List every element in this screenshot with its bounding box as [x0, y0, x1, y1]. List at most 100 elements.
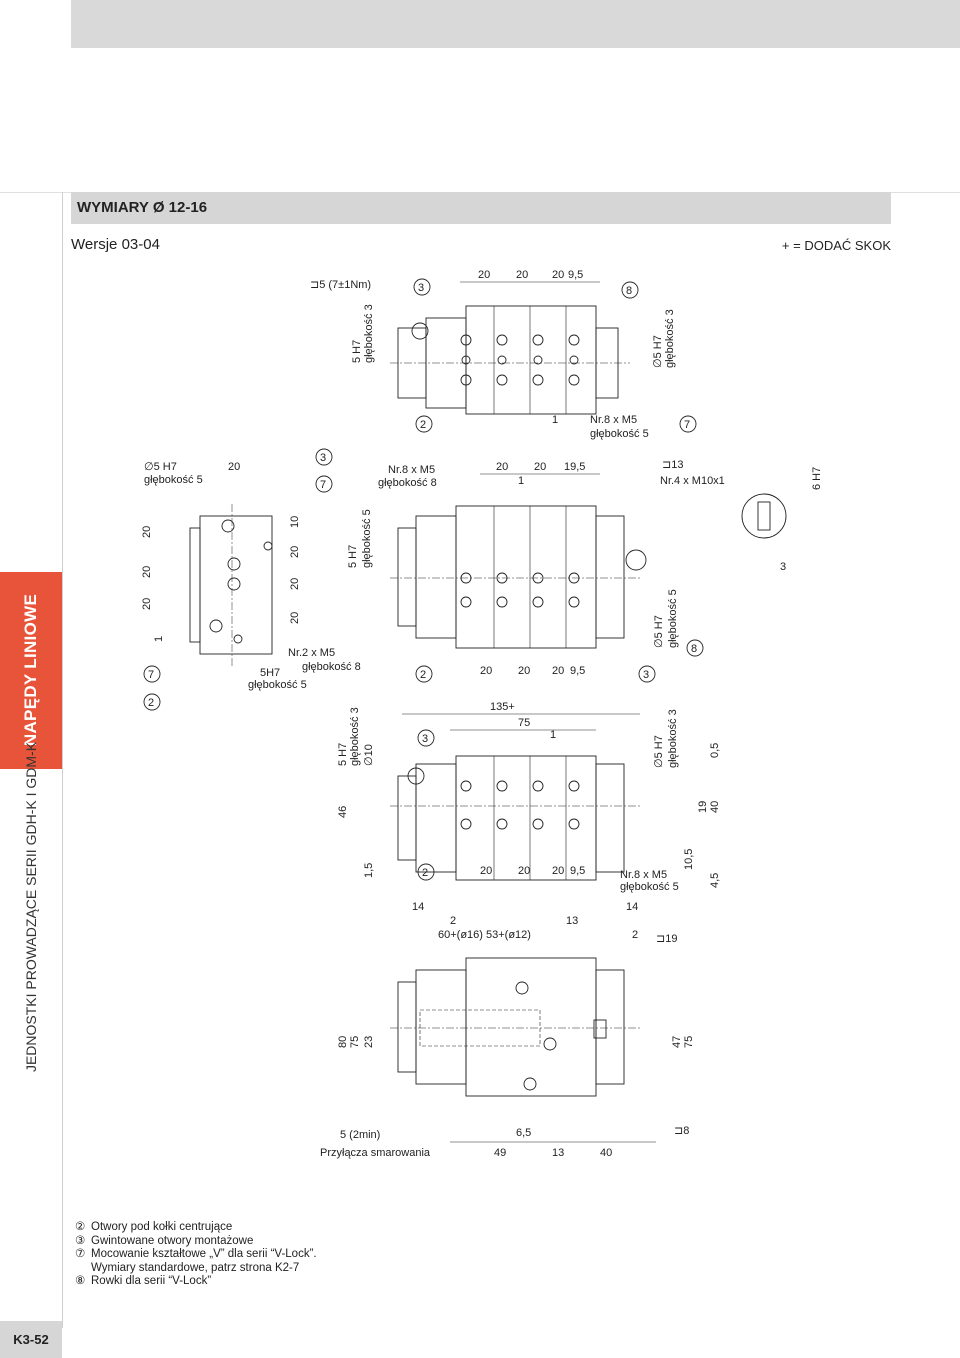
top-pitch-3: 20: [552, 269, 564, 281]
mid-holes-grid: [460, 572, 580, 608]
lower-right-5: 4,5: [709, 873, 721, 888]
side-view: ∅5 H7 głębokość 5 20 3 7 20 20 20 1 10 2…: [141, 448, 361, 711]
mid-one: 1: [518, 475, 524, 487]
top-h7-label: 5 H7: [351, 340, 363, 363]
bottom-wrench-8: ⊐8: [674, 1125, 689, 1137]
detail-dim: 3: [780, 561, 786, 573]
side-dim-v3: 20: [141, 598, 153, 610]
mid-bpitch-2: 20: [518, 665, 530, 677]
page-number: K3-52: [0, 1321, 62, 1358]
bottom-port-label: Przyłącza smarowania: [320, 1147, 431, 1159]
lower-stroke: 135+: [490, 701, 515, 713]
mid-thread: Nr.4 x M10x1: [660, 475, 725, 487]
lower-pitch-4: 9,5: [570, 865, 585, 877]
lower-len: 75: [518, 717, 530, 729]
lower-dia: ∅5 H7: [653, 735, 665, 768]
callout-3-circle: [413, 278, 431, 296]
top-holes: [460, 334, 580, 386]
mid-h7-depth: głębokość 5: [361, 509, 373, 568]
lower-pitch-1: 20: [480, 865, 492, 877]
version-label: Wersje 03-04: [71, 236, 160, 253]
lower-dia-depth: głębokość 3: [667, 709, 679, 768]
mid-callout-8: 8: [691, 643, 697, 655]
stroke-legend: + = DODAĆ SKOK: [781, 238, 891, 253]
category-label: NAPĘDY LINIOWE: [21, 593, 40, 747]
bottom-wrench: ⊐19: [656, 933, 677, 945]
mid-holes: Nr.8 x M5: [388, 464, 435, 476]
side-callout-7: 7: [320, 479, 326, 491]
torque-label: ⊐5 (7±1Nm): [310, 279, 371, 291]
mid-dia-depth: głębokość 5: [667, 589, 679, 648]
mid-bpitch-1: 20: [480, 665, 492, 677]
technical-drawing: ⊐5 (7±1Nm) 5 H7 głębokość 3 3 20 20 20 9…: [141, 269, 823, 1159]
bottom-dim-2b: 2: [632, 929, 638, 941]
lower-dia10: ∅10: [363, 744, 375, 766]
side-callout-3: 3: [320, 452, 326, 464]
top-header-band: [71, 0, 960, 48]
lower-left-1: 46: [337, 806, 349, 818]
top-holes-depth: głębokość 5: [590, 428, 649, 440]
callout-7: 7: [684, 419, 690, 431]
bottom-dim-65: 6,5: [516, 1127, 531, 1139]
mid-pitch-1: 20: [496, 461, 508, 473]
lower-holes-depth: głębokość 5: [620, 881, 679, 893]
side-dim-one: 1: [153, 636, 165, 642]
lower-callout-2: 2: [422, 867, 428, 879]
margin-line: [62, 192, 63, 1328]
side-holes: Nr.2 x M5: [288, 647, 335, 659]
mid-callout-2: 2: [420, 669, 426, 681]
category-tab[interactable]: NAPĘDY LINIOWE: [0, 572, 62, 769]
mid-h7: 5 H7: [347, 545, 359, 568]
mid-holes-depth: głębokość 8: [378, 477, 437, 489]
lower-right-1: 0,5: [709, 743, 721, 758]
top-pitch-2: 20: [516, 269, 528, 281]
bottom-view: 14 2 13 14 2 60+(ø16) 53+(ø12) ⊐19 80 75…: [320, 901, 695, 1159]
lower-one: 1: [550, 729, 556, 741]
side-h7-depth: głębokość 5: [248, 679, 307, 691]
lower-callout-3: 3: [422, 733, 428, 745]
side-right-4: 20: [289, 612, 301, 624]
lower-h7-depth: głębokość 3: [349, 707, 361, 766]
lower-right-4: 10,5: [683, 849, 695, 870]
mid-wrench: ⊐13: [662, 459, 683, 471]
bottom-right-75: 75: [683, 1036, 695, 1048]
callout-3: 3: [418, 282, 424, 294]
top-pitch-4: 9,5: [568, 269, 583, 281]
bottom-dim-13: 13: [566, 915, 578, 927]
lower-right-3: 40: [709, 801, 721, 813]
bottom-dim-49: 49: [494, 1147, 506, 1159]
lower-h7: 5 H7: [337, 743, 349, 766]
middle-view: 5 H7 głębokość 5 Nr.8 x M5 głębokość 8 2…: [347, 459, 823, 683]
mid-bpitch-3: 20: [552, 665, 564, 677]
top-view: ⊐5 (7±1Nm) 5 H7 głębokość 3 3 20 20 20 9…: [310, 269, 697, 440]
series-label: JEDNOSTKI PROWADZĄCE SERII GDH-K I GDM-K: [23, 741, 39, 1073]
detail-circle: [741, 493, 787, 539]
callout-2: 2: [420, 419, 426, 431]
bottom-left-75: 75: [349, 1036, 361, 1048]
top-pitch-1: 20: [478, 269, 490, 281]
bottom-right-47: 47: [671, 1036, 683, 1048]
bottom-dim-2a: 2: [450, 915, 456, 927]
side-holes-depth: głębokość 8: [302, 661, 361, 673]
side-dia-depth: głębokość 5: [144, 474, 203, 486]
section-title: WYMIARY Ø 12-16: [71, 192, 891, 224]
side-right-1: 10: [289, 516, 301, 528]
bottom-bores: 60+(ø16) 53+(ø12): [438, 929, 531, 941]
bottom-dim-13b: 13: [552, 1147, 564, 1159]
mid-dia: ∅5 H7: [653, 615, 665, 648]
top-holes-label: Nr.8 x M5: [590, 414, 637, 426]
lower-holes: Nr.8 x M5: [620, 869, 667, 881]
detail-h7: 6 H7: [811, 467, 823, 490]
side-dia: ∅5 H7: [144, 461, 177, 473]
lower-pitch-2: 20: [518, 865, 530, 877]
top-dia-depth: głębokość 3: [664, 309, 676, 368]
bottom-port: 5 (2min): [340, 1129, 380, 1141]
lower-right-2: 19: [697, 801, 709, 813]
side-right-3: 20: [289, 578, 301, 590]
side-h7: 5H7: [260, 667, 280, 679]
